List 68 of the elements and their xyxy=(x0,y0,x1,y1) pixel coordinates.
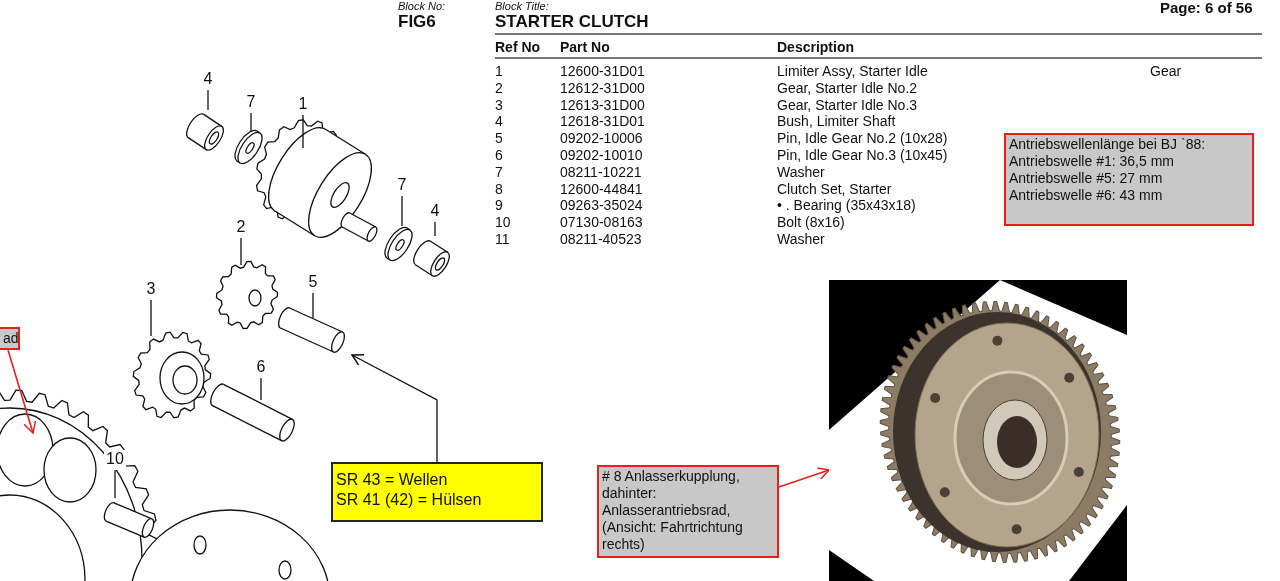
callout-number: 10 xyxy=(104,450,126,470)
note-box xyxy=(1004,133,1254,226)
table-cell-text: 09263-35024 xyxy=(560,197,643,214)
table-cell-text: 11 xyxy=(495,231,510,247)
column-header: Description xyxy=(777,39,854,55)
table-cell-text: Gear, Starter Idle No.3 xyxy=(777,96,918,113)
table-cell-text: • . Bearing (35x43x18) xyxy=(777,197,916,214)
leader-line xyxy=(434,221,436,237)
leader-line xyxy=(240,237,242,266)
table-cell-text: 4 xyxy=(495,113,503,130)
table-cell-text: Gear xyxy=(1150,63,1182,79)
table-cell-text: 8 xyxy=(495,180,503,197)
note-text: Antriebswelle #6: 43 mm xyxy=(1009,187,1164,204)
leader-line xyxy=(150,299,152,337)
note-text: SR 41 (42) = Hülsen xyxy=(336,490,483,510)
leader-line xyxy=(114,469,116,499)
table-cell-text: Clutch Set, Starter xyxy=(777,180,892,197)
arrow xyxy=(7,349,37,434)
figure-number: FIG6 xyxy=(398,12,436,32)
leader-line xyxy=(260,377,262,401)
table-cell-text: 2 xyxy=(495,79,503,96)
note-text: # 8 Anlasserkupplung, dahinter: Anlasserantriebsrad, (Ansicht: Fahrtrichtung rechts) xyxy=(602,468,744,553)
table-cell-text: 5 xyxy=(495,130,503,147)
table-cell-text: Gear, Starter Idle No.2 xyxy=(777,79,918,96)
block-title: STARTER CLUTCH xyxy=(495,12,649,32)
table-cell-text: 7 xyxy=(495,163,503,180)
table-cell-text: 6 xyxy=(495,147,503,163)
table-cell-text: 09202-10010 xyxy=(560,147,643,163)
table-cell-text: 07130-08163 xyxy=(560,214,643,231)
table-cell-text: 08211-10221 xyxy=(560,163,642,180)
table-cell-text: Limiter Assy, Starter Idle xyxy=(777,63,928,79)
table-cell-text: 1 xyxy=(495,63,503,79)
table-cell-text: 09202-10006 xyxy=(560,130,643,147)
arrow xyxy=(351,354,438,463)
table-cell-text: 9 xyxy=(495,197,503,214)
clutch-gear-photo xyxy=(829,280,1127,581)
leader-line xyxy=(312,292,314,319)
table-cell-text: 08211-40523 xyxy=(560,231,642,247)
table-cell-text: Bush, Limiter Shaft xyxy=(777,113,896,130)
note-box xyxy=(331,462,543,522)
page-number: Page: 6 of 56 xyxy=(1160,0,1253,16)
note-text: Antriebswelle #1: 36,5 mm xyxy=(1009,153,1175,170)
field-caption: Block Title: xyxy=(495,0,549,12)
table-cell-text: Pin, Idle Gear No.2 (10x28) xyxy=(777,130,948,147)
table-cell-text: 12612-31D00 xyxy=(560,79,645,96)
table-cell-text: Washer xyxy=(777,163,825,180)
note-box xyxy=(0,327,20,350)
table-cell-text: Pin, Idle Gear No.3 (10x45) xyxy=(777,147,948,163)
leader-line xyxy=(401,195,403,227)
note-text: SR 43 = Wellen xyxy=(336,470,449,490)
leader-line xyxy=(207,89,209,111)
table-cell-text: 3 xyxy=(495,96,503,113)
note-text: Antriebswellenlänge bei BJ `88: xyxy=(1009,136,1207,153)
column-header: Ref No xyxy=(495,39,541,55)
table-cell-text: 12600-44841 xyxy=(560,180,643,197)
arrow xyxy=(778,467,830,488)
note-text: Antriebswelle #5: 27 mm xyxy=(1009,170,1164,187)
table-cell-text: 10 xyxy=(495,214,511,231)
table-cell-text: Bolt (8x16) xyxy=(777,214,845,231)
column-header: Part No xyxy=(560,39,610,55)
table-cell-text: 12613-31D00 xyxy=(560,96,645,113)
leader-line xyxy=(302,114,304,149)
leader-line xyxy=(250,112,252,133)
note-box xyxy=(597,465,779,558)
table-cell-text: 12618-31D01 xyxy=(560,113,645,130)
table-cell-text: 12600-31D01 xyxy=(560,63,645,79)
table-cell-text: Washer xyxy=(777,231,825,247)
field-caption: Block No: xyxy=(398,0,446,12)
